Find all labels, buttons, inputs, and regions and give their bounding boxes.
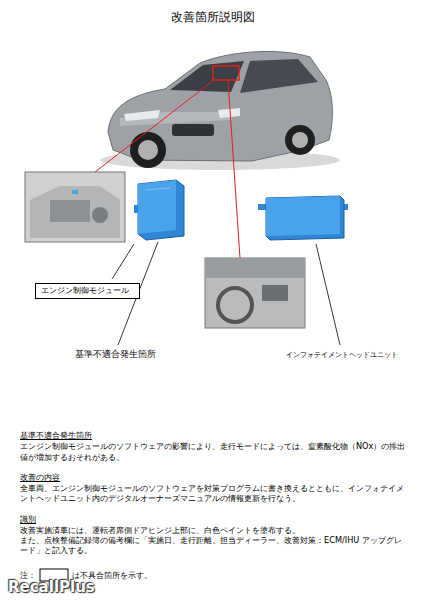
label-box: エンジン制御モジュール [35,283,140,299]
title: 改善箇所説明図 [171,10,255,24]
engine-control-module [134,180,184,240]
section-heading: 改善の内容 [20,472,408,482]
leader-line [316,244,340,345]
section-heading: 識別 [20,514,408,524]
engine-bay-photo [25,172,125,242]
section-heading: 基準不適合発生箇所 [20,430,408,440]
watermark: RecallPlus [8,578,95,597]
text-section: 基準不適合発生箇所エンジン制御モジュールのソフトウェアの影響により、走行モードに… [20,430,408,556]
infotainment-head-unit [258,196,348,240]
paragraph: エンジン制御モジュールのソフトウェアの影響により、走行モードによっては、窒素酸化… [20,441,408,462]
callout-label: 基準不適合発生箇所 [75,349,156,360]
box-text: エンジン制御モジュール [41,286,139,296]
callout-label: インフォテイメントヘッドユニット [286,350,398,359]
leader-line [112,244,134,279]
paragraph: 全車両、エンジン制御モジュールのソフトウェアを対策プログラムに書き換えるとともに… [20,483,408,504]
interior-photo [205,258,305,328]
paragraph: また、点検整備記録簿の備考欄に「実施日、走行距離、担当ディーラー、改善対策：EC… [20,535,408,556]
paragraph: 改善実施済車には、運転者席側ドアヒンジ上部に、白色ペイントを塗布する。 [20,525,408,535]
car-image [100,51,340,170]
